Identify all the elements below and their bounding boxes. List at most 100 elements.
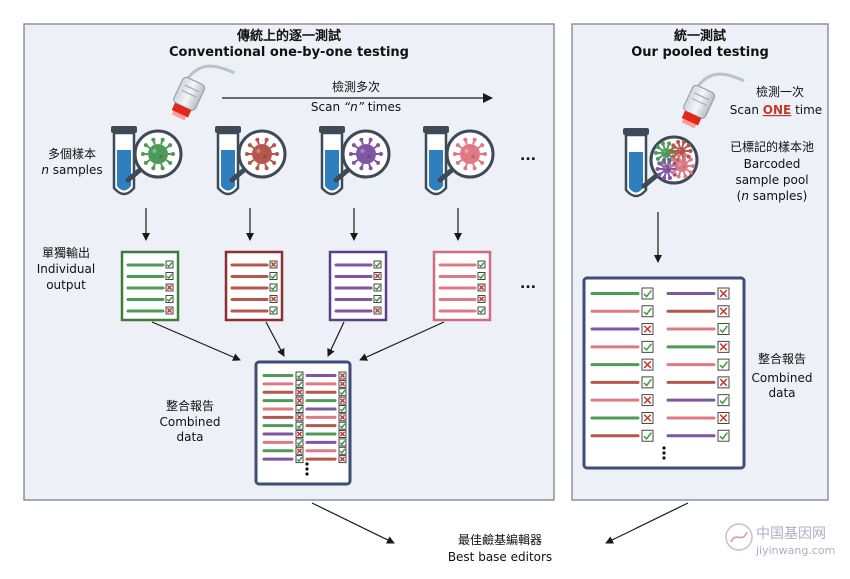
samples-ellipsis: ...	[520, 148, 536, 164]
individual-reports	[120, 250, 492, 322]
left-combined-zh: 整合報告	[166, 398, 214, 413]
virus-icon	[654, 141, 678, 165]
cross-icon	[641, 411, 654, 424]
check-icon	[717, 358, 730, 371]
individual-output-en-2: output	[46, 278, 86, 292]
pooled-tube-icon	[623, 128, 649, 198]
cross-icon	[295, 430, 304, 438]
check-icon	[269, 272, 278, 280]
pool-label-en-3: (n samples)	[737, 189, 808, 203]
cross-icon	[269, 260, 278, 269]
cross-icon	[477, 283, 486, 292]
more-rows-dot	[662, 451, 666, 455]
samples-label-zh: 多個樣本	[48, 146, 96, 161]
cross-icon	[338, 379, 347, 388]
tube-to-report-arrows	[142, 208, 462, 241]
individual-output-en-1: Individual	[37, 262, 95, 276]
virus-icon	[349, 137, 383, 171]
cross-icon	[717, 411, 730, 424]
cross-icon	[338, 430, 347, 438]
check-icon	[295, 455, 304, 464]
check-icon	[373, 295, 382, 303]
individual-output-zh: 單獨輸出	[42, 245, 90, 260]
check-icon	[338, 405, 347, 413]
scan-once-en: Scan ONE time	[730, 103, 822, 117]
right-combined-en-1: Combined	[752, 371, 813, 385]
check-icon	[373, 260, 382, 269]
watermark-url: jiyinwang.com	[755, 544, 835, 557]
cross-icon	[295, 396, 304, 405]
cross-icon	[717, 340, 730, 353]
pool-label-zh: 已標記的樣本池	[730, 139, 814, 154]
best-editors-en: Best base editors	[448, 550, 552, 564]
pool-label-en-2: sample pool	[735, 173, 808, 187]
scanner-icon-pooled	[681, 72, 745, 129]
sample-tube-icon	[111, 126, 137, 196]
more-rows-dot	[305, 467, 309, 471]
check-icon	[641, 340, 654, 353]
check-icon	[641, 376, 654, 389]
left-title-en: Conventional one-by-one testing	[169, 45, 409, 60]
check-icon	[269, 306, 278, 315]
scan-once-zh: 檢測一次	[756, 84, 804, 99]
report-to-combined-arrows	[151, 321, 445, 361]
check-icon	[338, 421, 347, 430]
individual-report	[328, 250, 388, 322]
scan-many-en: Scan “n” times	[311, 100, 401, 114]
sample-tube-icon	[423, 126, 449, 196]
right-combined-report	[582, 276, 746, 470]
scanner-icon	[171, 64, 235, 121]
cross-icon	[641, 394, 654, 407]
individual-report	[432, 250, 492, 322]
right-title-zh: 統一測試	[674, 28, 726, 44]
best-editors-zh: 最佳鹼基編輯器	[458, 532, 542, 547]
magnifier-icon	[641, 135, 699, 189]
magnifier-icon	[229, 129, 287, 183]
sample-tube-icon	[215, 126, 241, 196]
to-best-editors-arrows	[311, 502, 689, 544]
check-icon	[717, 429, 730, 442]
cross-icon	[338, 396, 347, 405]
check-icon	[717, 394, 730, 407]
sample-tube-icon	[319, 126, 345, 196]
magnifier-icon	[125, 129, 183, 183]
check-icon	[165, 260, 174, 269]
check-icon	[477, 272, 486, 280]
cross-icon	[641, 358, 654, 371]
cross-icon	[338, 413, 347, 422]
check-icon	[641, 429, 654, 442]
cross-icon	[717, 376, 730, 389]
check-icon	[338, 388, 347, 397]
sample-tubes	[111, 126, 495, 196]
left-combined-report	[254, 360, 352, 486]
watermark-text-zh: 中国基因网	[756, 525, 826, 542]
cross-icon	[165, 306, 174, 315]
watermark-logo-icon	[725, 523, 753, 551]
virus-icon	[453, 137, 487, 171]
check-icon	[477, 306, 486, 315]
pool-label-en-1: Barcoded	[744, 157, 801, 171]
check-icon	[295, 405, 304, 413]
check-icon	[295, 371, 304, 380]
more-rows-dot	[305, 462, 309, 466]
right-combined-en-2: data	[768, 386, 795, 400]
pooled-sample-tube	[623, 128, 699, 198]
cross-icon	[373, 306, 382, 315]
cross-icon	[338, 455, 347, 464]
cross-icon	[295, 388, 304, 397]
magnifier-icon	[333, 129, 391, 183]
check-icon	[641, 305, 654, 318]
check-icon	[269, 283, 278, 292]
more-rows-dot	[662, 446, 666, 450]
virus-icon	[245, 137, 279, 171]
left-combined-en-2: data	[176, 430, 203, 444]
right-combined-zh: 整合報告	[758, 351, 806, 366]
check-icon	[338, 438, 347, 447]
cross-icon	[338, 371, 347, 380]
reports-ellipsis: ...	[520, 276, 536, 292]
combined-report	[254, 360, 352, 486]
cross-icon	[717, 305, 730, 318]
check-icon	[641, 287, 654, 300]
